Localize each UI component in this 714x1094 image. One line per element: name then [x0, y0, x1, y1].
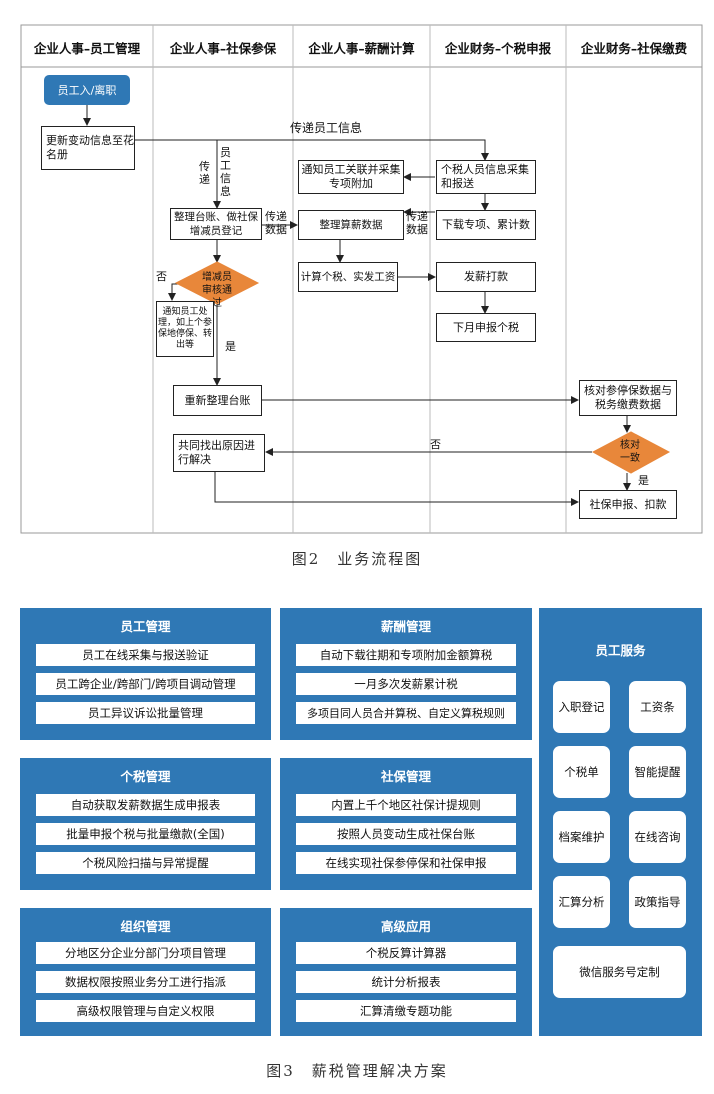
panel-title: 员工服务: [595, 643, 646, 658]
download-box: 下载专项、累计数: [436, 210, 536, 240]
panel-item: 个税风险扫描与异常提醒: [36, 852, 255, 874]
pay-box: 发薪打款: [436, 262, 536, 292]
panel-item: 多项目同人员合并算税、自定义算税规则: [296, 702, 516, 724]
swimlane-grid: [20, 24, 703, 534]
service-item: 在线咨询: [629, 811, 686, 863]
panel-salary-mgmt: 薪酬管理 自动下载往期和专项附加金额算税 一月多次发薪累计税 多项目同人员合并算…: [280, 608, 532, 740]
calc-tax-box: 计算个税、实发工资: [298, 262, 398, 292]
panel-item: 统计分析报表: [296, 971, 516, 993]
panel-item: 在线实现社保参停保和社保申报: [296, 852, 516, 874]
check-data-box: 核对参停保数据与税务缴费数据: [579, 380, 677, 416]
service-item: 入职登记: [553, 681, 610, 733]
service-item: 工资条: [629, 681, 686, 733]
panel-employee-service: 员工服务 入职登记 工资条 个税单 智能提醒 档案维护 在线咨询 汇算分析 政策…: [539, 608, 702, 1036]
panel-title: 组织管理: [120, 919, 171, 934]
lane-header: 企业财务–社保缴费: [580, 40, 688, 56]
pass-vertical-label-b: 员工信息: [220, 146, 231, 198]
next-month-box: 下月申报个税: [436, 313, 536, 342]
decision2-label: 核对一致: [620, 440, 640, 464]
notify-employee-box: 通知员工关联并采集专项附加: [298, 160, 404, 194]
lane-header: 企业人事–社保参保: [169, 40, 277, 56]
panel-item: 员工跨企业/跨部门/跨项目调动管理: [36, 673, 255, 695]
find-reason-box: 共同找出原因进行解决: [173, 434, 265, 472]
update-roster-box: 更新变动信息至花名册: [41, 126, 135, 170]
pass-vertical-label-a: 传递: [199, 160, 210, 186]
service-item: 智能提醒: [629, 746, 686, 798]
organize-salary-box: 整理算薪数据: [298, 210, 404, 240]
panel-item: 个税反算计算器: [296, 942, 516, 964]
panel-title: 员工管理: [120, 619, 171, 634]
lane-header: 企业财务–个税申报: [444, 40, 552, 56]
panel-item: 汇算清缴专题功能: [296, 1000, 516, 1022]
panel-item: 内置上千个地区社保计提规则: [296, 794, 516, 816]
figure3-caption: 图3 薪税管理解决方案: [266, 1062, 448, 1080]
panel-advanced: 高级应用 个税反算计算器 统计分析报表 汇算清缴专题功能: [280, 908, 532, 1036]
panel-item: 按照人员变动生成社保台账: [296, 823, 516, 845]
decision2-no-label: 否: [430, 438, 441, 451]
decision2-yes-label: 是: [638, 474, 649, 487]
pass-info-label: 传递员工信息: [290, 121, 363, 135]
panel-title: 薪酬管理: [380, 619, 431, 634]
panel-title: 高级应用: [380, 919, 431, 934]
notify-process-box: 通知员工处理，如上个参保地停保、转出等: [156, 301, 214, 357]
panel-item: 自动获取发薪数据生成申报表: [36, 794, 255, 816]
service-item: 政策指导: [629, 876, 686, 928]
panel-item: 一月多次发薪累计税: [296, 673, 516, 695]
decision1-yes-label: 是: [225, 340, 236, 353]
panel-employee-mgmt: 员工管理 员工在线采集与报送验证 员工跨企业/跨部门/跨项目调动管理 员工异议诉…: [20, 608, 271, 740]
declare-box: 社保申报、扣款: [579, 490, 677, 519]
panel-social-mgmt: 社保管理 内置上千个地区社保计提规则 按照人员变动生成社保台账 在线实现社保参停…: [280, 758, 532, 890]
start-node: 员工入/离职: [44, 75, 130, 105]
panel-item: 员工在线采集与报送验证: [36, 644, 255, 666]
panel-title: 个税管理: [120, 769, 171, 784]
decision1-diamond: [174, 261, 260, 305]
lane-header: 企业人事–员工管理: [33, 40, 141, 56]
panel-item: 高级权限管理与自定义权限: [36, 1000, 255, 1022]
panel-tax-mgmt: 个税管理 自动获取发薪数据生成申报表 批量申报个税与批量缴款(全国) 个税风险扫…: [20, 758, 271, 890]
service-item: 档案维护: [553, 811, 610, 863]
panel-item: 自动下载往期和专项附加金额算税: [296, 644, 516, 666]
decision1-label: 增减员审核通过: [202, 272, 232, 309]
panel-item: 员工异议诉讼批量管理: [36, 702, 255, 724]
organize-ledger-box: 整理台账、做社保增减员登记: [170, 208, 262, 240]
reorganize-box: 重新整理台账: [173, 385, 262, 416]
service-item: 个税单: [553, 746, 610, 798]
lane-header: 企业人事–薪酬计算: [308, 40, 415, 56]
collect-tax-box: 个税人员信息采集和报送: [436, 160, 536, 194]
panel-item: 数据权限按照业务分工进行指派: [36, 971, 255, 993]
flow-arrows: [83, 105, 631, 506]
decision1-no-label: 否: [156, 270, 167, 283]
pass-data-label-1: 传递数据: [265, 210, 287, 236]
pass-data-label-2: 传递数据: [406, 210, 428, 236]
service-bottom: 微信服务号定制: [553, 946, 686, 998]
decision2-diamond: [591, 431, 671, 474]
panel-item: 批量申报个税与批量缴款(全国): [36, 823, 255, 845]
panel-org-mgmt: 组织管理 分地区分企业分部门分项目管理 数据权限按照业务分工进行指派 高级权限管…: [20, 908, 271, 1036]
figure2-caption: 图2 业务流程图: [291, 550, 423, 568]
service-item: 汇算分析: [553, 876, 610, 928]
panel-item: 分地区分企业分部门分项目管理: [36, 942, 255, 964]
panel-title: 社保管理: [380, 769, 431, 784]
